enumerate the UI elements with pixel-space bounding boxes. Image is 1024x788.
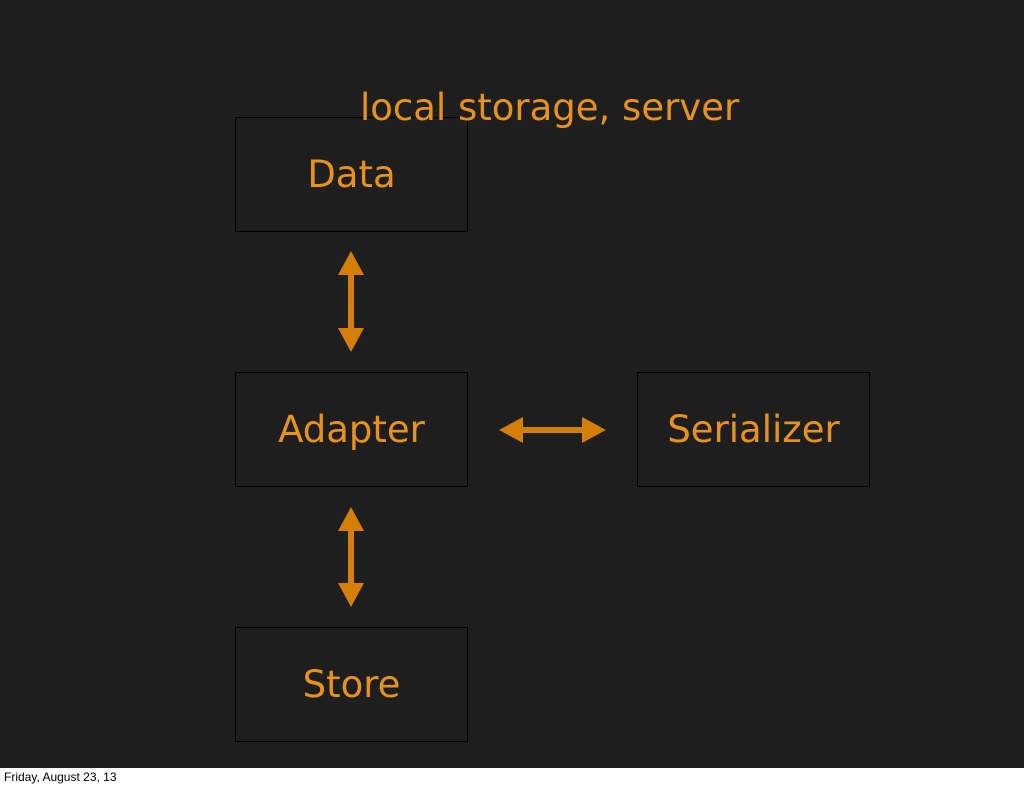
data-node-label: Data <box>307 153 396 196</box>
store-node: Store <box>235 627 468 742</box>
store-node-label: Store <box>302 663 401 706</box>
adapter-serializer-arrow <box>499 417 606 443</box>
data-node: Data <box>235 117 468 232</box>
serializer-node-label: Serializer <box>667 408 840 451</box>
adapter-node-label: Adapter <box>278 408 425 451</box>
slide-date-footer: Friday, August 23, 13 <box>4 770 117 784</box>
data-adapter-arrow <box>338 251 364 352</box>
serializer-node: Serializer <box>637 372 870 487</box>
slide: Data Adapter Serializer Store local stor… <box>0 0 1024 768</box>
storage-note: local storage, server <box>360 86 740 129</box>
adapter-node: Adapter <box>235 372 468 487</box>
adapter-store-arrow <box>338 507 364 607</box>
